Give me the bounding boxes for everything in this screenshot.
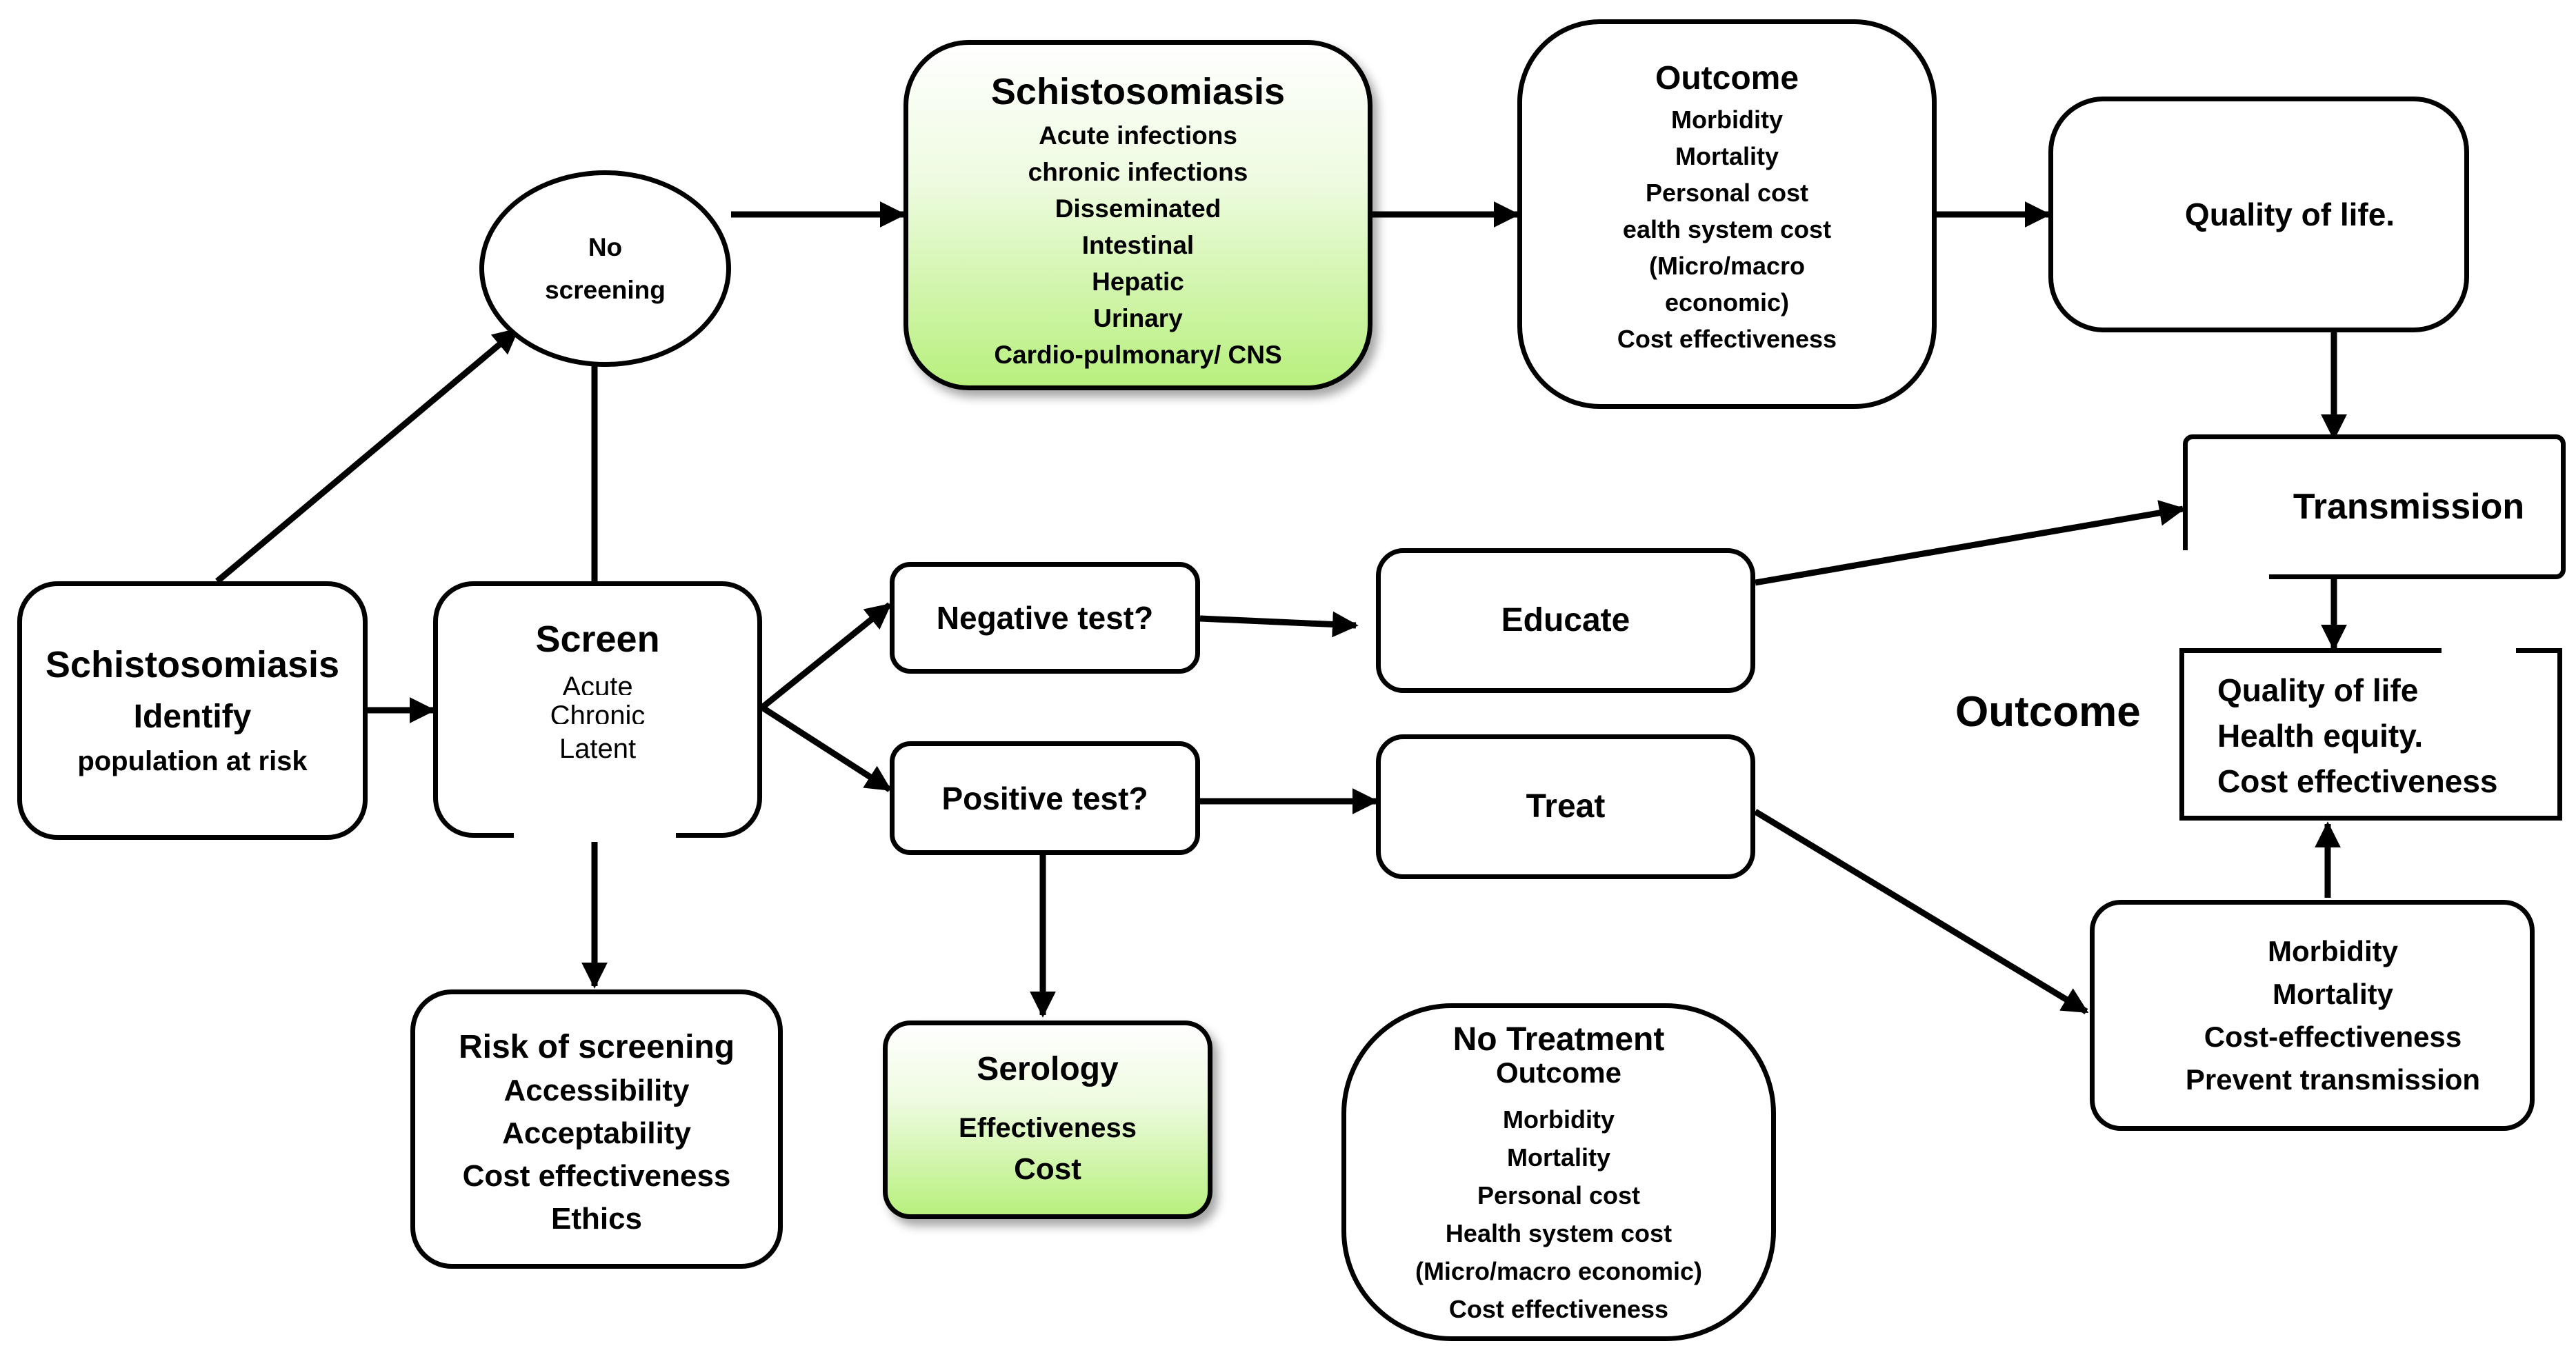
screen-item: Latent: [559, 734, 637, 764]
screen-border-gap: [514, 831, 676, 842]
screen-box: Screen Acute Chronic Latent: [433, 581, 762, 838]
transmission-label: Transmission: [2293, 487, 2525, 527]
treat-label: Treat: [1526, 788, 1606, 825]
schistosomiasis-type-item: Intestinal: [1081, 231, 1195, 259]
arrow-identify-to-no-screening: [215, 327, 519, 584]
identify-subtitle: population at risk: [77, 745, 308, 776]
schistosomiasis-type-item: Hepatic: [1092, 268, 1184, 296]
outcome-top-item: Personal cost: [1645, 179, 1809, 207]
no-treatment-item: (Micro/macro economic): [1415, 1257, 1703, 1285]
no-screening-ellipse: No screening: [479, 170, 731, 367]
outcome-right-box: Quality of life Health equity. Cost effe…: [2179, 648, 2562, 821]
schistosomiasis-types-title: Schistosomiasis: [990, 71, 1286, 112]
arrow-screen-to-negative-test: [760, 602, 892, 710]
treated-outcome-item: Morbidity: [2268, 934, 2398, 967]
outcome-right-item: Health equity.: [2217, 718, 2424, 754]
outcome-top-title: Outcome: [1655, 60, 1799, 97]
no-treatment-item: Cost effectiveness: [1448, 1295, 1669, 1323]
treat-box: Treat: [1376, 734, 1755, 879]
screen-item: Acute: [562, 672, 633, 695]
no-treatment-item: Mortality: [1506, 1143, 1610, 1172]
risk-of-screening-item: Acceptability: [502, 1116, 691, 1150]
risk-of-screening-item: Accessibility: [503, 1073, 690, 1107]
no-treatment-item: Health system cost: [1445, 1219, 1673, 1247]
arrow-educate-to-transmission: [1755, 500, 2186, 586]
outcome-top-item: ealth system cost: [1622, 215, 1832, 243]
schistosomiasis-type-item: Acute infections: [1039, 121, 1237, 150]
outcome-top-item: (Micro/macro: [1648, 252, 1806, 280]
identify-title: Schistosomiasis: [45, 643, 340, 685]
quality-of-life-label: Quality of life.: [2184, 197, 2395, 232]
no-treatment-title: No Treatment: [1452, 1021, 1665, 1058]
screen-title: Screen: [535, 619, 660, 660]
serology-item: Cost: [1014, 1152, 1081, 1186]
outcome-right-item: Cost effectiveness: [2217, 763, 2498, 799]
quality-of-life-box: Quality of life.: [2048, 97, 2469, 332]
risk-of-screening-title: Risk of screening: [458, 1028, 735, 1065]
educate-box: Educate: [1376, 548, 1755, 693]
arrow-screen-to-positive-test: [760, 705, 892, 792]
treated-outcome-item: Mortality: [2272, 977, 2393, 1010]
serology-item: Effectiveness: [959, 1113, 1137, 1143]
transmission-border-gap: [2178, 550, 2269, 585]
treated-outcome-item: Cost-effectiveness: [2204, 1020, 2462, 1053]
schistosomiasis-type-item: Urinary: [1093, 304, 1183, 332]
schistosomiasis-type-item: Cardio-pulmonary/ CNS: [994, 341, 1282, 369]
no-treatment-subtitle: Outcome: [1495, 1056, 1622, 1089]
positive-test-label: Positive test?: [941, 780, 1148, 816]
negative-test-label: Negative test?: [936, 600, 1154, 636]
schistosomiasis-type-item: Disseminated: [1055, 194, 1221, 223]
outcome-top-item: Morbidity: [1671, 105, 1783, 134]
identify-population-box: Schistosomiasis Identify population at r…: [17, 581, 368, 840]
no-treatment-box: No Treatment Outcome Morbidity Mortality…: [1341, 1003, 1776, 1341]
no-screening-line2: screening: [545, 275, 666, 304]
outcome-top-box: Outcome Morbidity Mortality Personal cos…: [1517, 19, 1937, 409]
risk-of-screening-box: Risk of screening Accessibility Acceptab…: [410, 989, 783, 1269]
outcome-right-item: Quality of life: [2217, 672, 2419, 708]
risk-of-screening-item: Ethics: [550, 1201, 643, 1236]
outcome-right-border-gap: [2442, 643, 2516, 654]
treated-outcome-box: Morbidity Mortality Cost-effectiveness P…: [2090, 900, 2535, 1131]
risk-of-screening-item: Cost effectiveness: [462, 1158, 731, 1193]
no-treatment-item: Morbidity: [1503, 1105, 1615, 1134]
outcome-top-item: economic): [1664, 288, 1790, 316]
positive-test-box: Positive test?: [890, 741, 1200, 855]
identify-label: Identify: [133, 698, 252, 735]
outcome-right-label: Outcome: [1955, 688, 2141, 736]
negative-test-box: Negative test?: [890, 562, 1200, 674]
screen-item: Chronic: [550, 701, 646, 724]
outcome-top-item: Cost effectiveness: [1617, 325, 1837, 353]
serology-box: Serology Effectiveness Cost: [883, 1021, 1212, 1219]
treated-outcome-item: Prevent transmission: [2185, 1063, 2481, 1096]
outcome-top-item: Mortality: [1675, 142, 1779, 170]
schistosomiasis-type-item: chronic infections: [1028, 158, 1248, 186]
schistosomiasis-types-box: Schistosomiasis Acute infections chronic…: [903, 40, 1372, 390]
transmission-box: Transmission: [2183, 434, 2566, 579]
serology-title: Serology: [977, 1051, 1119, 1087]
arrow-treat-to-treated-outcome: [1753, 809, 2089, 1014]
arrow-negative-test-to-educate: [1199, 611, 1359, 638]
no-screening-line1: No: [588, 232, 623, 261]
educate-label: Educate: [1501, 602, 1630, 639]
no-treatment-item: Personal cost: [1477, 1181, 1641, 1209]
